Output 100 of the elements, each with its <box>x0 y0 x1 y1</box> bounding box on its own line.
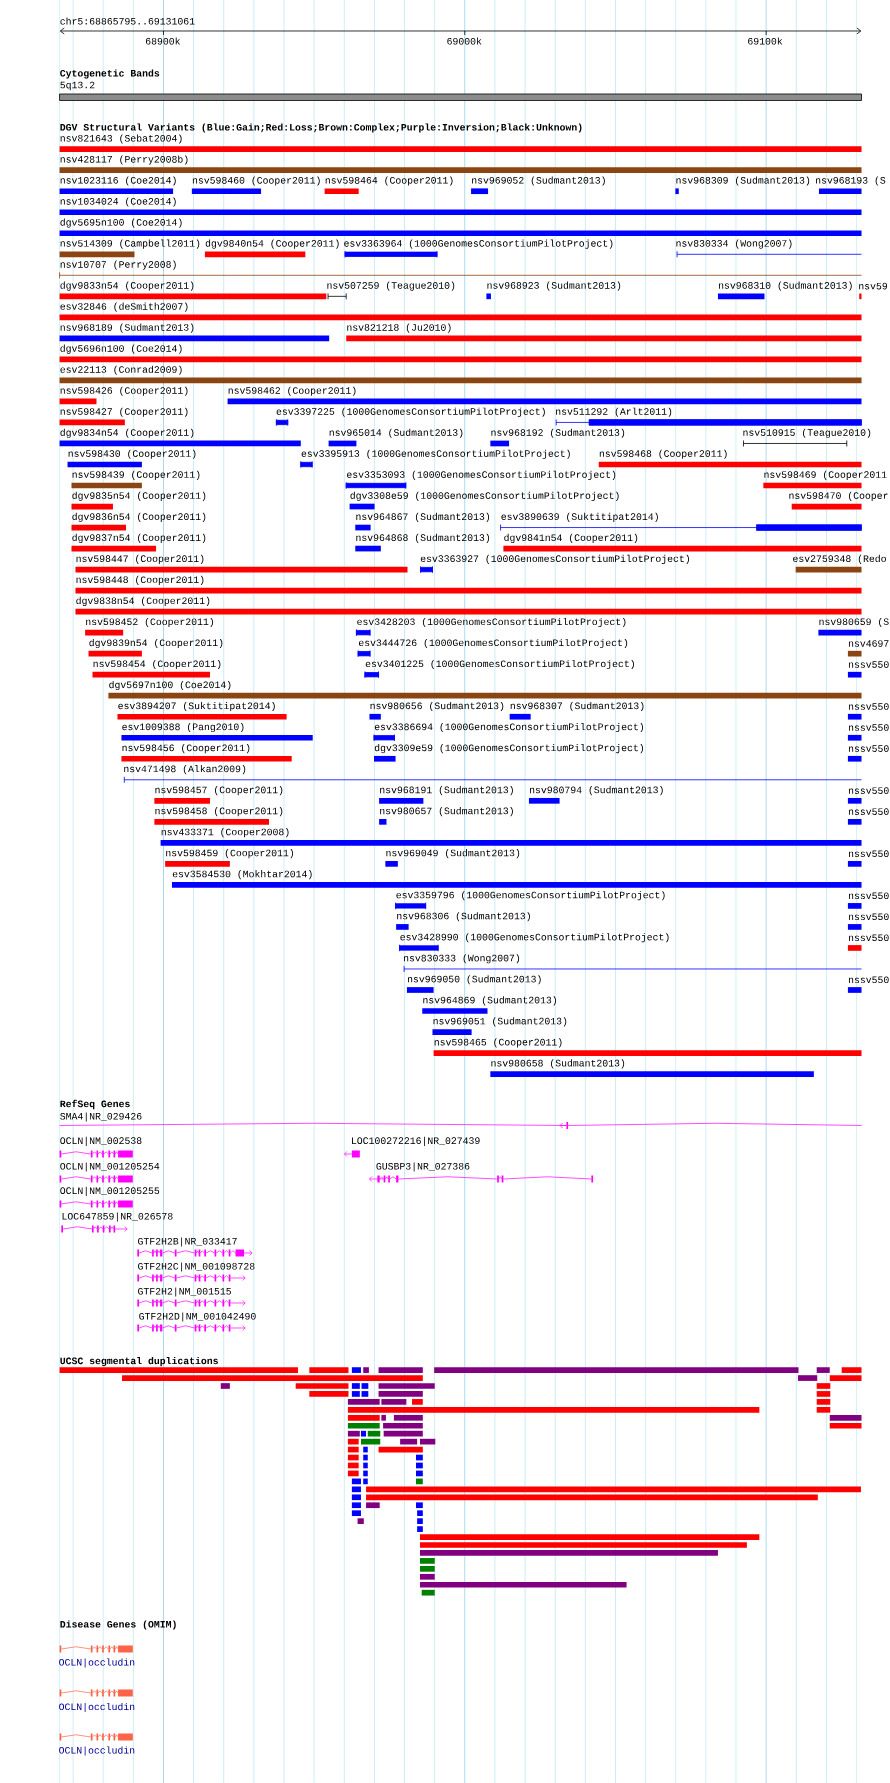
feature-label: esv3363927 (1000GenomesConsortiumPilotProject) <box>420 554 689 564</box>
feature-label: nsv968191 (Sudmant2013) <box>380 786 513 796</box>
feature-label: esv3890639 (Suktitipat2014) <box>501 512 658 522</box>
feature-label: nsv598470 (Cooper <box>789 491 888 501</box>
feature-label: dgv9836n54 (Cooper2011) <box>72 512 206 522</box>
feature-label: nsv598456 (Cooper2011) <box>122 744 250 754</box>
feature-label: esv3397225 (1000GenomesConsortiumPilotProject) <box>276 407 545 417</box>
feature-label: nssv550 <box>848 850 889 857</box>
feature-label: nsv980658 (Sudmant2013) <box>491 1059 625 1069</box>
feature-label: nssv550 <box>848 934 889 942</box>
feature-label: nsv964869 (Sudmant2013) <box>423 996 557 1006</box>
feature-label: nssv550 <box>848 913 889 921</box>
gene-label: GUSBP3|NR_027386 <box>376 1162 470 1172</box>
tick-label: 69100k <box>748 37 783 45</box>
feature-label: nsv511292 (Arlt2011) <box>556 407 672 417</box>
feature-label: dgv9837n54 (Cooper2011) <box>72 533 206 543</box>
feature-label: nsv830334 (Wong2007) <box>676 239 792 249</box>
feature-label: nsv821218 (Ju2010) <box>347 323 451 333</box>
feature-label: nsv598426 (Cooper2011) <box>60 386 188 396</box>
feature-label: dgv3309e59 (1000GenomesConsortiumPilotProject) <box>374 744 644 754</box>
feature-label: nsv830333 (Wong2007) <box>404 954 520 964</box>
feature-label: dgv9833n54 (Cooper2011) <box>60 281 194 291</box>
tick-label: 69000k <box>447 37 482 45</box>
feature-label: nsv1034024 (Coe2014) <box>60 197 176 207</box>
gene-label: GTF2H2|NM_001515 <box>138 1287 231 1297</box>
feature-label: nsv510915 (Teague2010) <box>743 428 871 438</box>
feature-label: nsv969050 (Sudmant2013) <box>408 975 541 985</box>
feature-label: dgv9840n54 (Cooper2011) <box>205 239 339 249</box>
gene-label: GTF2H2D|NM_001042490 <box>139 1312 256 1322</box>
feature-label: nsv980659 (S <box>819 617 889 627</box>
feature-label: nsv598465 (Cooper2011) <box>434 1038 562 1048</box>
track-heading: UCSC segmental duplications <box>60 1357 218 1367</box>
feature-label: nsv598458 (Cooper2011) <box>155 807 283 817</box>
feature-label: dgv5697n100 (Coe2014) <box>109 680 231 691</box>
feature-label: esv1009388 (Pang2010) <box>122 723 244 733</box>
feature-label: nsv964868 (Sudmant2013) <box>356 533 490 543</box>
feature-label: esv3353093 (1000GenomesConsortiumPilotProject) <box>347 470 616 480</box>
gene-label: SMA4|NR_029426 <box>60 1112 142 1122</box>
gene-label: OCLN|occludin <box>59 1702 135 1713</box>
feature-label: nssv550 <box>848 976 889 984</box>
feature-label: esv3395913 (1000GenomesConsortiumPilotProject) <box>301 449 570 459</box>
feature-label: nsv968189 (Sudmant2013) <box>60 323 194 333</box>
coordinate-label: chr5:68865795..69131061 <box>60 17 195 25</box>
feature-label: nsv964867 (Sudmant2013) <box>356 512 490 522</box>
feature-label: nsv598460 (Cooper2011) <box>192 176 320 186</box>
feature-label: nsv980656 (Sudmant2013) <box>370 701 504 712</box>
feature-label: dgv3308e59 (1000GenomesConsortiumPilotProject) <box>350 491 619 501</box>
feature-label: dgv5696n100 (Coe2014) <box>60 344 182 354</box>
gene-label: OCLN|occludin <box>59 1658 135 1668</box>
gene-label: GTF2H2B|NR_033417 <box>138 1237 237 1247</box>
feature-label: nsv1023116 (Coe2014) <box>60 176 176 186</box>
feature-label: nsv968192 (Sudmant2013) <box>491 428 625 438</box>
tick-label: 68900k <box>145 37 180 45</box>
feature-label: esv3584530 (Mokhtar2014) <box>172 870 312 880</box>
feature-label: nssv550 <box>848 892 889 900</box>
gene-label: GTF2H2C|NM_001098728 <box>138 1262 255 1272</box>
feature-label: esv3386694 (1000GenomesConsortiumPilotProject) <box>374 723 644 733</box>
track-heading: DGV Structural Variants (Blue:Gain;Red:Loss;Brown:Complex;Purple:Inversion;Black:Unknown) <box>60 123 582 133</box>
gene-label: LOC647859|NR_026578 <box>62 1212 173 1222</box>
feature-label: nsv968309 (Sudmant2013) <box>676 176 810 186</box>
feature-label: dgv9834n54 (Cooper2011) <box>60 428 194 438</box>
feature-label: nsv598454 (Cooper2011) <box>93 659 221 670</box>
feature-label: esv3363964 (1000GenomesConsortiumPilotProject) <box>344 239 613 249</box>
feature-label: nsv968923 (Sudmant2013) <box>487 281 621 291</box>
feature-label: nsv968310 (Sudmant2013) <box>719 281 852 291</box>
feature-label: nsv4697 <box>848 640 889 647</box>
feature-label: esv3401225 (1000GenomesConsortiumPilotProject) <box>365 659 634 670</box>
feature-label: dgv5695n100 (Coe2014) <box>60 218 182 228</box>
feature-label: esv3444726 (1000GenomesConsortiumPilotProject) <box>358 638 628 649</box>
gene-label: OCLN|NM_001205255 <box>60 1186 160 1196</box>
feature-label: nsv471498 (Alkan2009) <box>124 765 246 775</box>
track-heading: RefSeq Genes <box>60 1099 130 1110</box>
gene-label: OCLN|occludin <box>59 1746 135 1756</box>
feature-label: nssv550 <box>848 661 889 668</box>
feature-label: nssv550 <box>848 745 889 752</box>
feature-label: esv3359796 (1000GenomesConsortiumPilotProject) <box>396 891 665 901</box>
feature-label: nsv968306 (Sudmant2013) <box>397 912 530 922</box>
feature-label: nsv598448 (Cooper2011) <box>76 575 204 585</box>
feature-label: dgv9839n54 (Cooper2011) <box>89 638 223 649</box>
feature-label: nsv598469 (Cooper2011 <box>764 470 887 480</box>
feature-label: 5q13.2 <box>60 81 95 91</box>
feature-label: nsv598439 (Cooper2011) <box>72 470 200 480</box>
feature-label: esv3428203 (1000GenomesConsortiumPilotProject) <box>357 617 626 627</box>
track-heading: Disease Genes (OMIM) <box>60 1620 176 1630</box>
feature-label: nsv598430 (Cooper2011) <box>68 449 196 459</box>
feature-label: nsv980657 (Sudmant2013) <box>380 807 513 817</box>
feature-label: dgv9841n54 (Cooper2011) <box>504 533 638 543</box>
feature-label: nsv598447 (Cooper2011) <box>76 554 204 564</box>
feature-label: nsv514309 (Campbell2011) <box>60 239 200 249</box>
feature-label: nsv598468 (Cooper2011) <box>599 449 727 459</box>
feature-label: nsv598452 (Cooper2011) <box>86 617 214 627</box>
gene-label: OCLN|NM_002538 <box>60 1136 142 1146</box>
feature-label: esv22113 (Conrad2009) <box>60 365 182 375</box>
feature-label: nsv969052 (Sudmant2013) <box>472 176 605 186</box>
feature-label: nsv10707 (Perry2008) <box>60 260 176 270</box>
feature-label: nsv433371 (Cooper2008) <box>161 828 289 838</box>
feature-label: nsv598457 (Cooper2011) <box>155 786 283 796</box>
feature-label: esv3428990 (1000GenomesConsortiumPilotProject) <box>400 933 669 943</box>
feature-label: nsv507259 (Teague2010) <box>327 281 455 291</box>
feature-label: nsv969049 (Sudmant2013) <box>386 849 520 859</box>
